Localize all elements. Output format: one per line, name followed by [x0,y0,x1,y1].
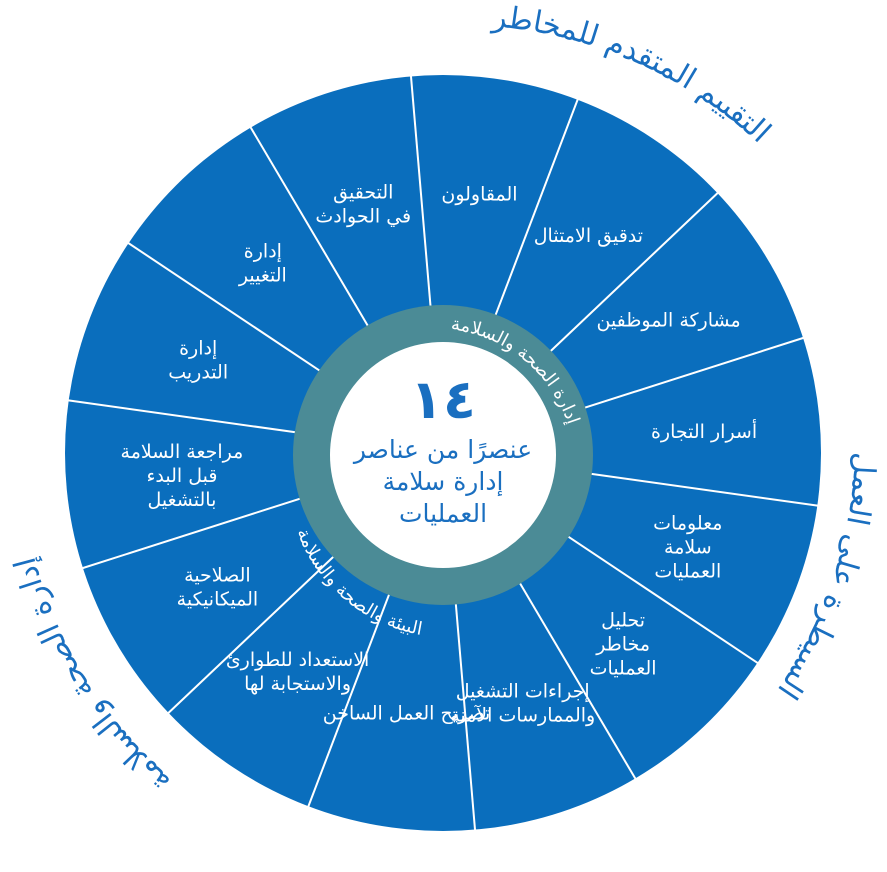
segment-label: تصريح العمل الساخن [323,702,491,724]
center-circle [330,342,556,568]
segment-divider [248,125,369,327]
center-line-1: عنصرًا من عناصر [352,435,532,464]
segment-label-line: مشاركة الموظفين [596,310,740,332]
segment-label-line: تحليل [601,609,645,631]
segment-divider [589,472,820,507]
center-line-2: إدارة سلامة [383,467,504,497]
segment-label-line: تدقيق الامتثال [534,225,643,247]
segment-divider [80,497,303,570]
segment-label-line: الاستعداد للطوارئ [226,649,370,671]
segment-label-line: إدارة [244,241,282,264]
segment-divider [583,336,806,409]
segment-dividers [66,74,820,832]
segment-divider [565,534,760,665]
segment-label: المقاولون [441,184,517,206]
center-line-3: العمليات [399,499,487,528]
segment-divider [549,191,720,352]
segment-label-line: التدريب [168,362,228,384]
segment-label-line: سلامة [664,536,712,558]
segment-label-line: مراجعة السلامة [121,441,244,463]
segment-label-line: المقاولون [441,184,517,206]
segment-divider [306,590,392,809]
segment-label: مشاركة الموظفين [596,310,740,332]
segment-divider [517,579,638,781]
segment-label-line: العمليات [590,657,657,679]
center-number: ١٤ [410,368,476,431]
segment-label: تدقيق الامتثال [534,225,643,247]
segment-label-line: العمليات [654,560,721,582]
segment-label-line: التغيير [238,265,287,287]
segment-label-line: أسرار التجارة [651,419,757,443]
segment-divider [494,97,580,316]
segment-divider [126,241,321,372]
segment-divider [166,554,337,715]
segment-label-line: والممارسات الآمنة [450,705,595,727]
segment-label: أسرار التجارة [651,419,757,443]
segment-label-line: إدارة [179,338,217,361]
segment-label-line: التحقيق [333,181,393,203]
segment-label-line: في الحوادث [315,205,411,227]
segment-label-line: مخاطر [595,633,650,655]
segment-label-line: إجراءات التشغيل [456,681,590,704]
segment-label-line: قبل البدء [146,465,217,487]
segment-divider [66,399,297,434]
segment-label-line: بالتشغيل [148,489,217,511]
segment-label-line: تصريح العمل الساخن [323,702,491,724]
segment-label-line: الميكانيكية [177,588,259,610]
segment-divider [454,600,477,832]
segment-label-line: والاستجابة لها [244,673,351,695]
segment-label-line: معلومات [653,512,722,534]
segment-label-line: الصلاحية [184,564,251,586]
segment-divider [409,74,432,306]
